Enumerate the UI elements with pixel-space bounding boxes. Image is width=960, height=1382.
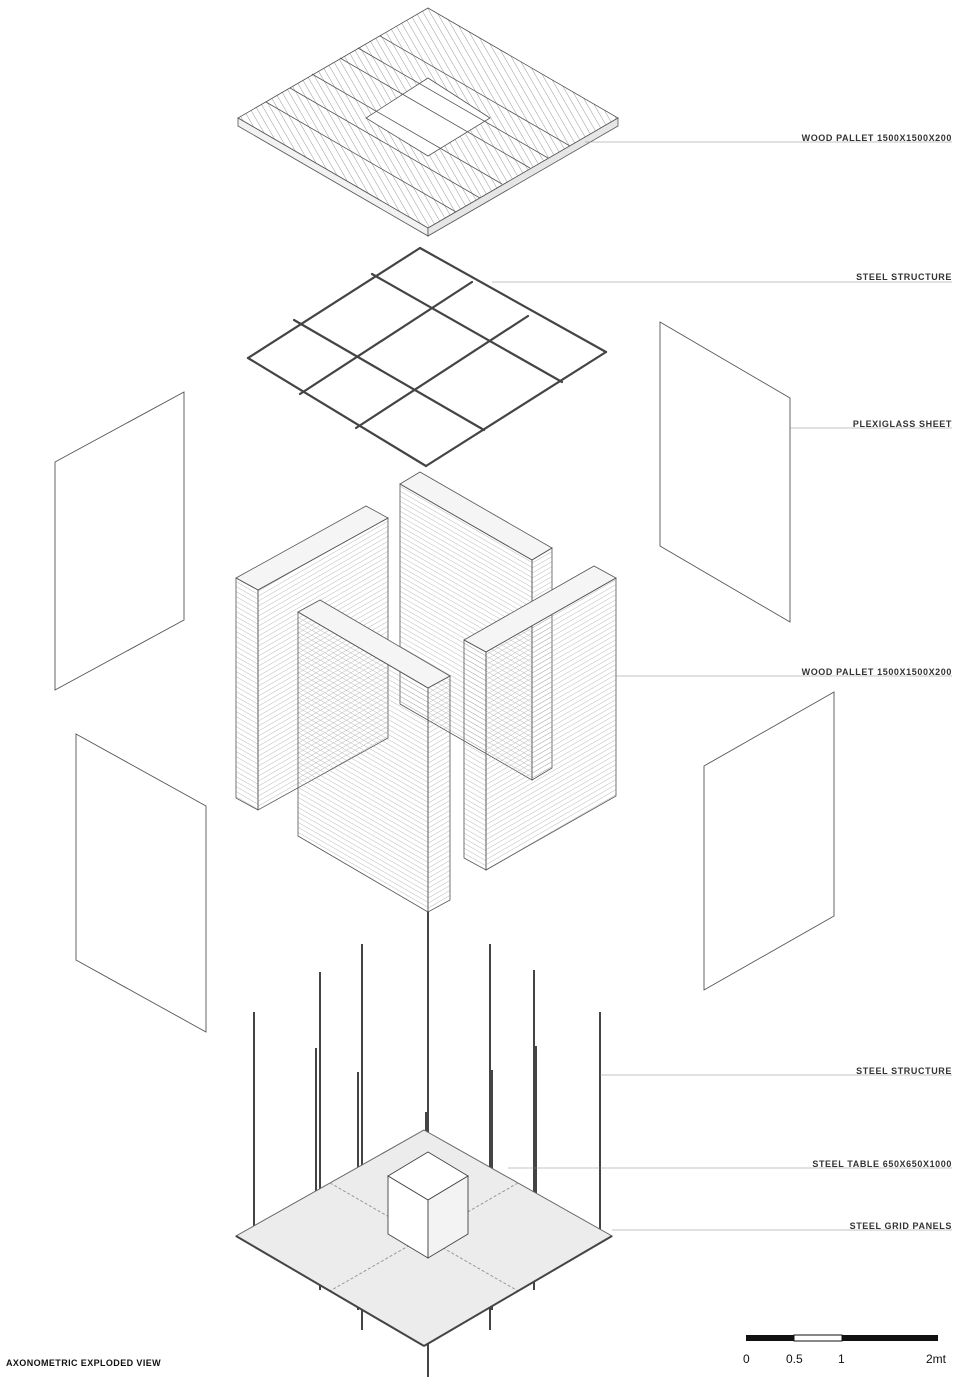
wood-pallet-walls (235, 471, 617, 913)
label-steel-grid-panels: STEEL GRID PANELS (849, 1221, 952, 1231)
top-wood-pallet (237, 7, 619, 237)
plexiglass-sheets (54, 321, 835, 1033)
top-steel-structure (246, 246, 608, 468)
scale-tick-0-5: 0.5 (786, 1352, 803, 1366)
plexiglass-sheet-right-lower (703, 691, 835, 991)
label-plexiglass-sheet: PLEXIGLASS SHEET (852, 419, 952, 429)
scale-tick-0: 0 (743, 1352, 750, 1366)
label-top-steel-structure: STEEL STRUCTURE (856, 272, 952, 282)
steel-table (387, 1151, 469, 1259)
label-steel-table: STEEL TABLE 650X650X1000 (812, 1159, 952, 1169)
scale-bar (746, 1334, 938, 1342)
view-title: AXONOMETRIC EXPLODED VIEW (6, 1358, 162, 1368)
label-wall-wood-pallet: WOOD PALLET 1500X1500X200 (801, 667, 952, 677)
scale-tick-2mt: 2mt (926, 1352, 947, 1366)
scale-tick-1: 1 (838, 1352, 845, 1366)
label-top-wood-pallet: WOOD PALLET 1500X1500X200 (801, 133, 952, 143)
label-bottom-steel-structure: STEEL STRUCTURE (856, 1066, 952, 1076)
plexiglass-sheet-left-lower (75, 733, 207, 1033)
plexiglass-sheet-right-upper (659, 321, 791, 623)
leader-lines (492, 141, 952, 1231)
plexiglass-sheet-left-upper (54, 391, 185, 691)
